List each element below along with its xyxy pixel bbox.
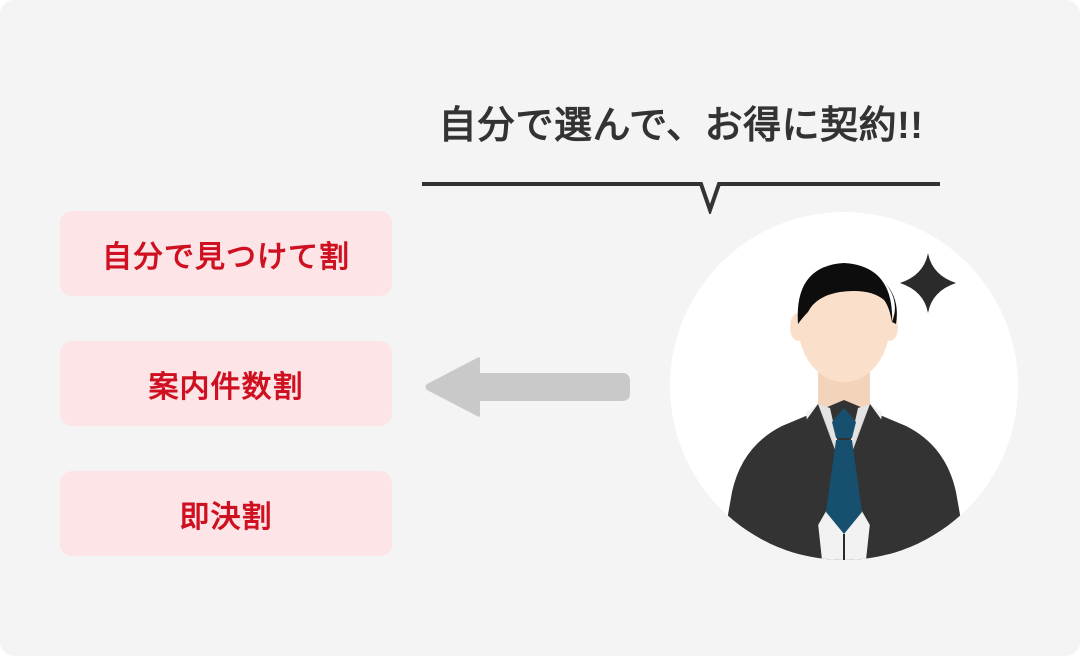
option-pill-1[interactable]: 自分で見つけて割 [60,211,392,296]
option-pill-2-label: 案内件数割 [148,370,304,404]
option-pill-3-label: 即決割 [179,500,273,534]
page-title: 自分で選んで、お得に契約!! [438,105,924,147]
option-pill-2[interactable]: 案内件数割 [60,341,392,426]
option-pill-3[interactable]: 即決割 [60,471,392,556]
option-pill-1-label: 自分で見つけて割 [102,240,350,274]
headline-underline [420,172,942,217]
businessman-avatar [670,212,1018,560]
sparkle-star-icon [900,253,956,313]
chevron-down-notch-icon [422,182,940,217]
arrow-left-icon [424,356,630,418]
